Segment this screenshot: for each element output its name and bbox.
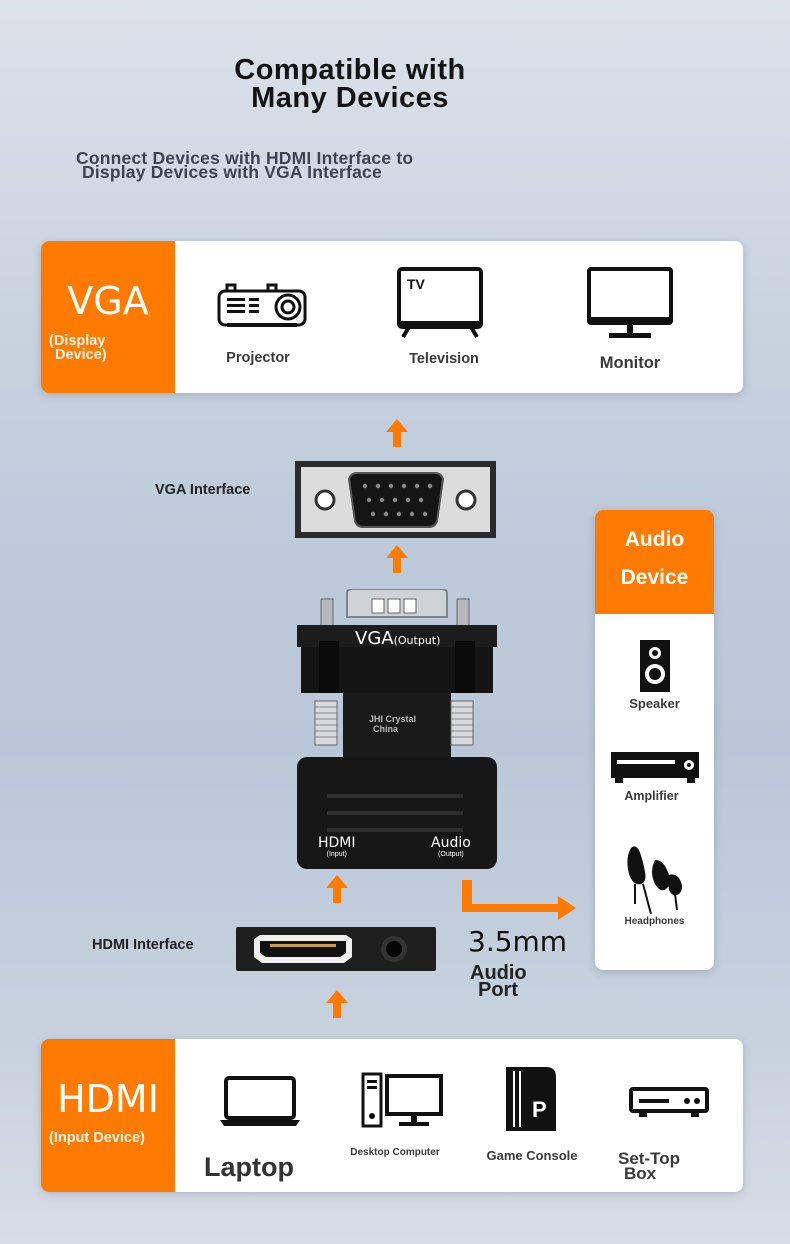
headphones-icon bbox=[627, 846, 682, 914]
audio-card-header: Audio Device bbox=[595, 510, 714, 614]
arrow-right-icon bbox=[462, 880, 576, 920]
desktop-computer-label: Desktop Computer bbox=[350, 1147, 440, 1158]
laptop-label: Laptop bbox=[204, 1152, 294, 1182]
audio-card-title-line-2: Device bbox=[620, 566, 689, 589]
set-top-box-label-line-2: Box bbox=[624, 1164, 657, 1183]
vga-small-label: (Display Device) bbox=[49, 333, 107, 363]
subtitle-line-2: Display Devices with VGA Interface bbox=[82, 162, 382, 182]
tv-icon-text: TV bbox=[407, 276, 426, 292]
audio-port-label: Audio Port bbox=[470, 962, 527, 1001]
subtitle-line-1: Connect Devices with HDMI Interface to bbox=[76, 148, 414, 168]
adapter-hdmi-text: HDMI (Input) bbox=[318, 835, 356, 860]
set-top-box-label: Set-Top Box bbox=[618, 1149, 698, 1183]
vga-interface-label: VGA Interface bbox=[155, 482, 251, 498]
speaker-icon bbox=[640, 640, 670, 692]
arrow-up-icon bbox=[326, 875, 348, 903]
game-console-label: Game Console bbox=[486, 1148, 578, 1163]
hdmi-port-icon bbox=[236, 927, 436, 971]
set-top-box-icon bbox=[629, 1087, 709, 1117]
hdmi-input-card: HDMI (Input Device) Laptop Desktop Compu… bbox=[41, 1039, 743, 1192]
audio-port-label-line-1: Audio bbox=[470, 962, 527, 984]
adapter-audio-text: Audio (Output) bbox=[431, 835, 471, 860]
headphones-label: Headphones bbox=[624, 916, 685, 927]
console-icon-text: P bbox=[532, 1097, 547, 1122]
adapter-hdmi-sublabel: (Input) bbox=[326, 851, 347, 858]
laptop-icon bbox=[220, 1076, 300, 1126]
audio-card-title-line-1: Audio bbox=[624, 528, 685, 551]
hdmi-big-label: HDMI bbox=[57, 1077, 159, 1121]
vga-card-side-panel: VGA (Display Device) bbox=[41, 241, 175, 393]
adapter-audio-sublabel: (Output) bbox=[438, 851, 464, 858]
hdmi-interface-label: HDMI Interface bbox=[92, 937, 194, 953]
adapter-vga-sublabel: (Output) bbox=[393, 634, 441, 647]
monitor-label: Monitor bbox=[599, 354, 661, 372]
adapter-audio-label: Audio bbox=[431, 835, 471, 851]
page-title: Compatible with Many Devices bbox=[0, 54, 700, 114]
adapter-brand-line-2: China bbox=[373, 724, 399, 734]
audio-port-label-line-2: Port bbox=[478, 979, 518, 1001]
adapter-brand-text: JHI Crystal China bbox=[369, 714, 416, 734]
projector-label: Projector bbox=[226, 350, 290, 366]
hdmi-card-side-panel: HDMI (Input Device) bbox=[41, 1039, 175, 1192]
arrow-up-icon bbox=[386, 419, 408, 447]
adapter-vga-text: VGA(Output) bbox=[355, 628, 440, 649]
amplifier-label: Amplifier bbox=[624, 789, 679, 803]
vga-small-label-line-2: Device) bbox=[55, 347, 107, 363]
vga-port-icon bbox=[295, 461, 496, 538]
page-subtitle: Connect Devices with HDMI Interface to D… bbox=[76, 148, 414, 182]
vga-small-label-line-1: (Display bbox=[49, 333, 106, 349]
television-label: Television bbox=[409, 351, 479, 367]
title-line-1: Compatible with bbox=[234, 54, 466, 86]
adapter-body-icon bbox=[297, 589, 497, 869]
amplifier-icon bbox=[611, 752, 699, 783]
vga-display-card: VGA (Display Device) Projector TV Televi… bbox=[41, 241, 743, 393]
arrow-up-icon bbox=[326, 990, 348, 1018]
television-icon: TV bbox=[397, 267, 483, 339]
set-top-box-label-line-1: Set-Top bbox=[618, 1149, 681, 1168]
vga-big-label: VGA bbox=[67, 279, 149, 323]
projector-icon bbox=[217, 283, 307, 327]
monitor-icon bbox=[587, 267, 673, 338]
title-line-2: Many Devices bbox=[251, 82, 449, 114]
arrow-up-icon bbox=[386, 545, 408, 573]
adapter-brand-line-1: JHI Crystal bbox=[369, 714, 417, 724]
adapter-hdmi-label: HDMI bbox=[318, 835, 356, 851]
audio-device-card: Audio Device Speaker Amplifier Headphone… bbox=[595, 510, 714, 970]
hdmi-vga-adapter: VGA(Output) JHI Crystal China HDMI (Inpu… bbox=[297, 589, 497, 869]
speaker-label: Speaker bbox=[629, 696, 680, 711]
game-console-icon: P bbox=[506, 1067, 556, 1131]
desktop-computer-icon bbox=[361, 1072, 443, 1128]
adapter-vga-label: VGA bbox=[355, 628, 394, 649]
hdmi-small-label: (Input Device) bbox=[49, 1130, 145, 1146]
port-size-label: 3.5mm bbox=[468, 925, 568, 958]
